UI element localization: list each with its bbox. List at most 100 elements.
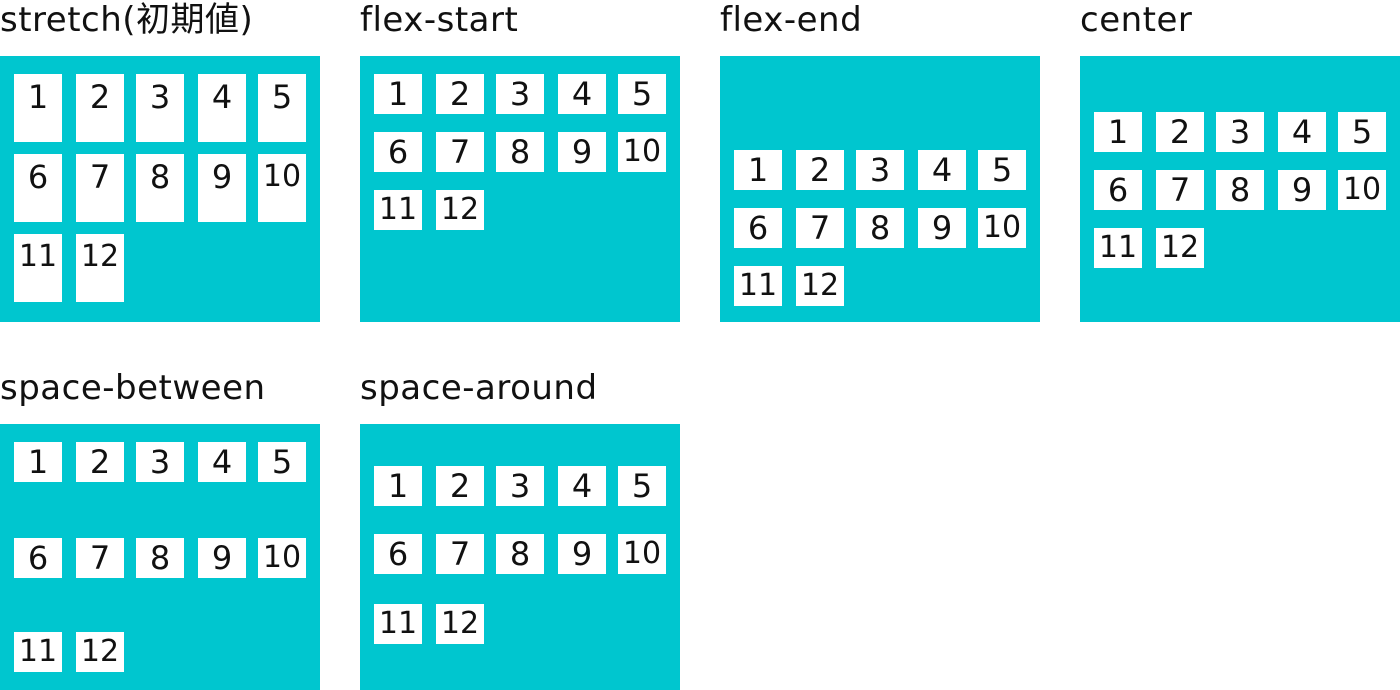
flex-item-label: 12 (1160, 230, 1200, 265)
flex-item-label: 7 (809, 209, 831, 247)
flex-item-label: 5 (1351, 113, 1373, 151)
flex-item: 9 (198, 538, 246, 578)
flex-item: 4 (918, 150, 966, 190)
flex-item: 8 (496, 132, 544, 172)
flex-item: 4 (558, 74, 606, 114)
flex-item-label: 9 (1291, 171, 1313, 209)
flex-item: 11 (14, 632, 62, 672)
flex-item: 10 (618, 132, 666, 172)
flex-item: 1 (374, 466, 422, 506)
flex-item-label: 3 (509, 467, 531, 505)
flex-item-label: 9 (571, 133, 593, 171)
flex-item-label: 12 (80, 634, 120, 669)
flex-item: 9 (558, 132, 606, 172)
flex-item: 7 (436, 132, 484, 172)
flex-item: 9 (558, 534, 606, 574)
flex-item-label: 3 (869, 151, 891, 189)
flex-item: 5 (978, 150, 1026, 190)
flex-item-label: 7 (89, 539, 111, 577)
panel-title: center (1080, 0, 1193, 40)
flex-item: 12 (76, 234, 124, 302)
flex-item-label: 5 (271, 78, 293, 116)
flex-item-label: 11 (1098, 230, 1138, 265)
flex-item-label: 9 (211, 539, 233, 577)
flex-item-label: 6 (1107, 171, 1129, 209)
flex-item: 4 (198, 442, 246, 482)
flex-item: 3 (1216, 112, 1264, 152)
flex-item-label: 11 (378, 192, 418, 227)
flex-item: 3 (496, 74, 544, 114)
flex-item-label: 8 (869, 209, 891, 247)
flex-item-label: 8 (149, 539, 171, 577)
flex-item-label: 11 (18, 239, 58, 274)
flex-item: 11 (14, 234, 62, 302)
flex-item: 8 (1216, 170, 1264, 210)
flex-item: 5 (258, 442, 306, 482)
flex-item-label: 10 (262, 540, 302, 575)
flex-item: 7 (436, 534, 484, 574)
flex-item-label: 12 (440, 606, 480, 641)
flex-item-label: 6 (387, 535, 409, 573)
flex-item-label: 2 (89, 78, 111, 116)
flex-item-label: 1 (387, 75, 409, 113)
flex-item: 10 (258, 538, 306, 578)
flex-item-label: 10 (622, 134, 662, 169)
panel-title: stretch(初期値) (0, 0, 254, 40)
flex-item-label: 4 (211, 443, 233, 481)
flex-item-label: 2 (449, 467, 471, 505)
flex-item: 11 (374, 190, 422, 230)
flex-item-label: 8 (509, 535, 531, 573)
flex-item-label: 7 (449, 133, 471, 171)
flex-item-label: 9 (571, 535, 593, 573)
flex-item: 1 (14, 442, 62, 482)
flex-item-label: 3 (149, 443, 171, 481)
flex-item-label: 10 (1342, 172, 1382, 207)
flex-item: 10 (258, 154, 306, 222)
flex-item: 4 (1278, 112, 1326, 152)
panel-title: flex-end (720, 0, 863, 40)
flex-item: 6 (14, 538, 62, 578)
flex-item: 5 (618, 466, 666, 506)
flex-item-label: 1 (1107, 113, 1129, 151)
flex-item-label: 6 (747, 209, 769, 247)
flex-item: 6 (14, 154, 62, 222)
flex-item-label: 5 (631, 467, 653, 505)
flex-item: 4 (558, 466, 606, 506)
flex-item: 7 (76, 154, 124, 222)
flex-item: 2 (76, 74, 124, 142)
flex-item-label: 12 (800, 268, 840, 303)
flex-item: 6 (374, 132, 422, 172)
flex-item: 10 (978, 208, 1026, 248)
flex-item-label: 9 (211, 158, 233, 196)
flex-item: 12 (436, 190, 484, 230)
flex-item: 6 (374, 534, 422, 574)
flex-item: 12 (76, 632, 124, 672)
flex-item-label: 6 (27, 158, 49, 196)
flex-item: 11 (734, 266, 782, 306)
flex-item: 7 (76, 538, 124, 578)
flex-item: 8 (496, 534, 544, 574)
flex-item-label: 6 (27, 539, 49, 577)
flex-item: 8 (136, 538, 184, 578)
flex-item-label: 3 (1229, 113, 1251, 151)
flex-item: 5 (258, 74, 306, 142)
flex-item: 10 (1338, 170, 1386, 210)
flex-item: 12 (436, 604, 484, 644)
flex-item-label: 6 (387, 133, 409, 171)
flex-item: 1 (734, 150, 782, 190)
flex-item-label: 7 (1169, 171, 1191, 209)
flex-item-label: 2 (809, 151, 831, 189)
flex-item-label: 5 (631, 75, 653, 113)
flex-item-label: 2 (1169, 113, 1191, 151)
flex-item-label: 5 (271, 443, 293, 481)
flex-item: 11 (1094, 228, 1142, 268)
flex-item: 12 (796, 266, 844, 306)
flex-item-label: 4 (931, 151, 953, 189)
flex-item: 2 (76, 442, 124, 482)
flex-item-label: 11 (18, 634, 58, 669)
flex-item-label: 4 (211, 78, 233, 116)
